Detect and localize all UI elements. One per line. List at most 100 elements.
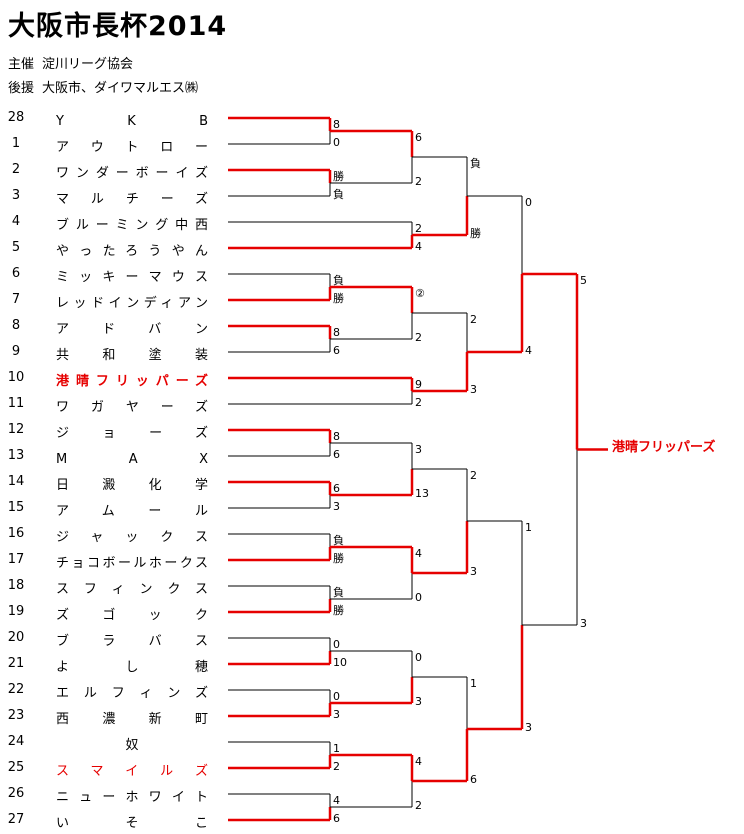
match-score: 10 — [333, 656, 347, 669]
match-score: 6 — [333, 344, 340, 357]
seed-number: 3 — [11, 188, 21, 203]
match-score: 2 — [415, 396, 422, 409]
match-score: 6 — [333, 482, 340, 495]
seed-number: 21 — [7, 656, 25, 671]
team-name: いそこ — [56, 816, 208, 831]
seed-number: 22 — [7, 682, 25, 697]
match-score: 0 — [415, 651, 422, 664]
match-score: 負 — [333, 188, 344, 201]
match-score: 1 — [470, 677, 477, 690]
match-score: 6 — [333, 812, 340, 825]
team-name: よし穂 — [56, 660, 208, 675]
seed-number: 2 — [11, 162, 21, 177]
match-score: 3 — [415, 443, 422, 456]
team-name: 共和塗装 — [56, 348, 208, 363]
team-name: アウトロー — [56, 140, 208, 155]
match-score: 3 — [470, 383, 477, 396]
match-score: 勝 — [333, 169, 344, 183]
match-score: 負 — [333, 274, 344, 287]
page-title: 大阪市長杯2014 — [8, 11, 228, 42]
seed-number: 20 — [7, 630, 25, 645]
team-name: レッドインディアン — [56, 296, 208, 311]
match-score: 0 — [333, 136, 340, 149]
seed-number: 9 — [11, 344, 21, 359]
team-name: ジャックス — [56, 530, 208, 545]
match-score: 2 — [415, 799, 422, 812]
seed-number: 11 — [7, 396, 25, 411]
seed-number: 10 — [7, 370, 25, 385]
team-name: ブラバス — [56, 634, 208, 649]
match-score: 8 — [333, 118, 340, 131]
seed-number: 17 — [7, 552, 25, 567]
match-score: 6 — [470, 773, 477, 786]
seed-number: 5 — [11, 240, 21, 255]
team-name: チョコボールホークス — [56, 556, 208, 571]
match-score: 負 — [333, 534, 344, 547]
match-score: 1 — [525, 521, 532, 534]
team-name: スマイルズ — [56, 764, 208, 779]
match-score: 2 — [415, 175, 422, 188]
team-name: スフィンクス — [56, 582, 208, 597]
team-name: ミッキーマウス — [56, 270, 208, 285]
match-score: 2 — [415, 331, 422, 344]
team-name: 西濃新町 — [56, 712, 208, 727]
match-score: 4 — [415, 755, 422, 768]
match-score: 4 — [333, 794, 340, 807]
match-score: 勝 — [470, 226, 481, 240]
supporter-label: 後援 — [8, 81, 35, 96]
seed-number: 14 — [7, 474, 25, 489]
match-score: 3 — [333, 708, 340, 721]
team-name: ジョーズ — [56, 426, 208, 441]
team-name: 日澱化学 — [56, 478, 208, 493]
seed-number: 18 — [7, 578, 25, 593]
match-score: 1 — [333, 742, 340, 755]
match-score: 0 — [525, 196, 532, 209]
seed-number: 12 — [7, 422, 25, 437]
match-score: 4 — [525, 344, 532, 357]
match-score: 3 — [525, 721, 532, 734]
match-score: 6 — [333, 448, 340, 461]
supporter-line: 後援大阪市、ダイワマルエス㈱ — [8, 77, 198, 96]
seed-number: 8 — [11, 318, 21, 333]
match-score: 0 — [333, 690, 340, 703]
match-score: 5 — [580, 274, 587, 287]
match-score: 3 — [470, 565, 477, 578]
match-score: ② — [415, 287, 425, 300]
match-score: 8 — [333, 326, 340, 339]
team-name: アドバン — [56, 322, 208, 337]
team-name: ワンダーボーイズ — [56, 166, 208, 181]
match-score: 負 — [333, 586, 344, 599]
team-name: 奴 — [125, 738, 139, 753]
match-score: 勝 — [333, 603, 344, 617]
match-score: 4 — [415, 547, 422, 560]
seed-number: 23 — [7, 708, 25, 723]
team-name: ズゴック — [56, 608, 208, 623]
team-name: やったろうやん — [56, 244, 208, 259]
seed-number: 4 — [11, 214, 21, 229]
team-name: エルフィンズ — [56, 686, 208, 701]
seed-number: 26 — [7, 786, 25, 801]
seed-number: 15 — [7, 500, 25, 515]
organizer-label: 主催 — [8, 57, 35, 72]
seed-number: 24 — [7, 734, 25, 749]
match-score: 2 — [415, 222, 422, 235]
seed-number: 6 — [11, 266, 21, 281]
seed-number: 27 — [7, 812, 25, 827]
organizer-line: 主催淀川リーグ協会 — [8, 53, 133, 72]
team-name: マルチーズ — [56, 192, 208, 207]
match-score: 6 — [415, 131, 422, 144]
seed-number: 1 — [11, 136, 21, 151]
match-score: 4 — [415, 240, 422, 253]
match-score: 負 — [470, 157, 481, 170]
match-score: 2 — [470, 469, 477, 482]
match-score: 13 — [415, 487, 429, 500]
team-name: ワガヤーズ — [56, 400, 208, 415]
seed-number: 7 — [11, 292, 21, 307]
team-name: ニューホワイト — [56, 790, 208, 805]
match-score: 9 — [415, 378, 422, 391]
seed-number: 28 — [7, 110, 25, 125]
match-score: 0 — [333, 638, 340, 651]
organizer-value: 淀川リーグ協会 — [42, 57, 134, 72]
seed-number: 25 — [7, 760, 25, 775]
